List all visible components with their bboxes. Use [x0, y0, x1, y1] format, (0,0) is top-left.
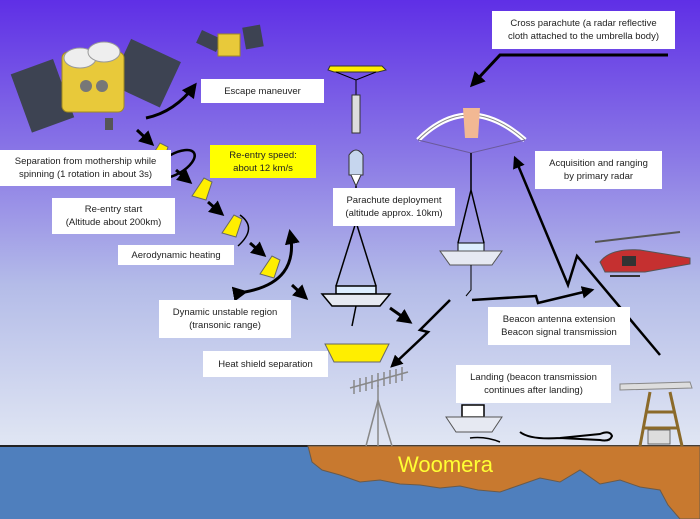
capsule-icon: [259, 255, 281, 279]
label-unstable-region: Dynamic unstable region (transonic range…: [159, 300, 291, 338]
escape-arrow: [145, 82, 197, 120]
label-aerodynamic-heating: Aerodynamic heating: [118, 245, 234, 265]
descent-arrow: [135, 128, 155, 147]
radar-tower-icon: [619, 381, 693, 447]
descent-arrow: [207, 200, 225, 216]
place-label-woomera: Woomera: [398, 452, 493, 477]
label-reentry-start: Re-entry start (Altitude about 200km): [52, 198, 175, 234]
helicopter-icon: [594, 231, 691, 277]
beacon-signal-helicopter: [471, 286, 595, 305]
yagi-antenna-icon: [349, 367, 409, 447]
descent-arrow: [389, 306, 413, 324]
cross-parachute-icon: [416, 108, 527, 297]
parachute-bundle-icon: [519, 431, 614, 442]
mothership-spacecraft-icon: [10, 38, 181, 133]
unstable-arc: [231, 229, 300, 302]
label-separation: Separation from mothership while spinnin…: [0, 150, 171, 186]
label-escape-maneuver: Escape maneuver: [201, 79, 324, 103]
label-radar-ranging: Acquisition and ranging by primary radar: [535, 151, 662, 189]
descent-arrow: [290, 283, 309, 301]
heat-shield-icon: [324, 343, 390, 363]
label-heat-shield-separation: Heat shield separation: [203, 351, 328, 377]
cross-parachute-pointer: [469, 53, 668, 88]
capsule-icon: [191, 177, 213, 201]
descent-arrow: [249, 241, 267, 257]
land-woomera: [307, 445, 700, 519]
landed-capsule-icon: [445, 404, 503, 443]
label-reentry-speed: Re-entry speed: about 12 km/s: [210, 145, 316, 178]
departing-spacecraft-icon: [196, 24, 264, 57]
label-cross-parachute: Cross parachute (a radar reflective clot…: [492, 11, 675, 49]
descent-arrow: [175, 168, 193, 184]
label-beacon: Beacon antenna extension Beacon signal t…: [488, 307, 630, 345]
capsule-icon: [221, 214, 243, 238]
drogue-parachute-icon: [327, 65, 387, 188]
label-parachute-deployment: Parachute deployment (altitude approx. 1…: [333, 188, 455, 226]
beacon-signal-antenna: [390, 299, 451, 368]
radar-ranging-line: [513, 155, 661, 356]
label-landing: Landing (beacon transmission continues a…: [456, 365, 611, 403]
